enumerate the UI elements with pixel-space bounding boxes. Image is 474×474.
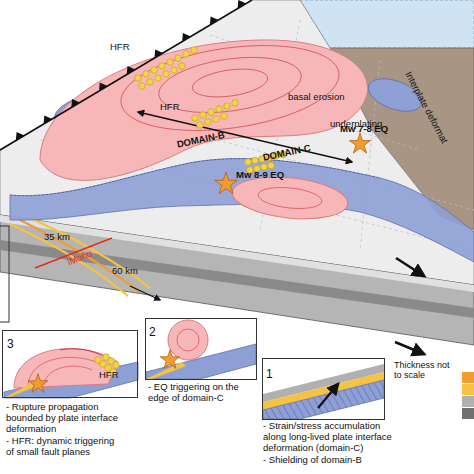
illustration-part <box>154 49 163 58</box>
note-text: - EQ triggering on the edge of domain-C <box>148 382 260 404</box>
illustration-part <box>40 40 368 180</box>
illustration-part <box>221 113 228 120</box>
illustration-part <box>191 47 198 54</box>
illustration-part <box>177 329 199 351</box>
illustration-part <box>183 51 190 58</box>
illustration-part <box>395 342 424 354</box>
illustration-part <box>16 132 25 141</box>
note-text: - Rupture propagation bounded by plate i… <box>6 402 124 435</box>
illustration-part <box>0 226 9 322</box>
illustration-part <box>139 83 146 90</box>
illustration-part <box>28 133 370 393</box>
part-label: Mw 7-8 EQ <box>340 124 388 135</box>
illustration-part <box>28 374 48 393</box>
illustration-part <box>179 63 186 70</box>
illustration-part <box>257 185 323 212</box>
illustration-part <box>116 33 345 143</box>
note-text: - Strain/stress accumulation along long-… <box>263 421 403 454</box>
part-label: 35 km <box>44 232 70 243</box>
illustration-part <box>232 100 239 107</box>
illustration-part <box>71 99 80 108</box>
illustration-part <box>213 116 220 123</box>
illustration-part <box>60 349 112 362</box>
illustration-part <box>245 159 252 166</box>
illustration-part <box>30 218 150 288</box>
illustration-part <box>99 82 108 91</box>
illustration-part <box>159 63 166 70</box>
illustration-part <box>44 366 92 385</box>
illustration-part <box>200 112 207 119</box>
part-label: Mw 8-9 EQ <box>236 170 284 181</box>
illustration-part <box>462 384 474 395</box>
illustration-part <box>238 0 247 9</box>
illustration-part <box>130 286 160 300</box>
illustration-part <box>135 75 142 82</box>
illustration-part <box>143 71 150 78</box>
note-text: - HFR: dynamic triggering of small fault… <box>6 436 124 458</box>
illustration-part <box>95 47 287 376</box>
illustration-part <box>138 112 352 162</box>
illustration-part <box>16 0 246 141</box>
illustration-part <box>318 384 338 408</box>
illustration-part <box>127 66 136 75</box>
illustration-part <box>113 362 120 369</box>
illustration-part <box>396 258 424 276</box>
illustration-part <box>0 0 252 150</box>
illustration-part <box>0 215 474 345</box>
illustration-part <box>163 71 170 78</box>
illustration-part <box>191 65 270 101</box>
illustration-part <box>197 122 204 129</box>
illustration-part <box>462 408 474 419</box>
illustration-part <box>10 218 150 296</box>
inset-box: 1 <box>262 358 385 420</box>
illustration-part <box>210 16 219 25</box>
illustration-part <box>205 119 212 126</box>
illustration-part <box>300 0 474 48</box>
illustration-part <box>151 67 158 74</box>
illustration-part <box>155 49 305 121</box>
illustration-part <box>268 162 275 169</box>
illustration-part <box>116 33 345 143</box>
illustration-part <box>20 220 140 292</box>
part-label: Thickness not to scale <box>394 360 456 381</box>
illustration-part <box>215 172 238 194</box>
illustration-part <box>175 55 182 62</box>
illustration-part <box>0 240 474 318</box>
illustration-part <box>208 109 215 116</box>
note-text: - Shielding of domain-B <box>263 455 403 466</box>
inset-box: 2 <box>145 318 257 380</box>
illustration-part <box>182 33 191 42</box>
illustration-part <box>44 115 53 124</box>
callout-number: 1 <box>266 367 273 381</box>
callout-number: 2 <box>149 325 156 339</box>
illustration-part <box>155 75 162 82</box>
part-label: basal erosion <box>288 92 345 103</box>
illustration-part <box>35 238 112 268</box>
illustration-part <box>462 396 474 407</box>
illustration-part <box>160 350 180 369</box>
callout-number: 3 <box>7 337 14 351</box>
illustration-part <box>192 115 199 122</box>
hfr-label: HFR <box>99 369 119 380</box>
illustration-part <box>216 106 223 113</box>
illustration-part <box>252 157 259 164</box>
illustration-part <box>171 67 178 74</box>
illustration-part <box>224 103 231 110</box>
part-label: HFR <box>160 102 180 113</box>
part-label: HFR <box>110 42 130 53</box>
illustration-part <box>167 59 174 66</box>
illustration-part <box>147 79 154 86</box>
illustration-part <box>168 320 208 360</box>
illustration-part <box>263 364 384 402</box>
part-label: 60 km <box>112 266 138 277</box>
inset-box: 3HFR <box>2 330 138 398</box>
illustration-part <box>349 133 370 153</box>
illustration-part <box>462 372 474 383</box>
